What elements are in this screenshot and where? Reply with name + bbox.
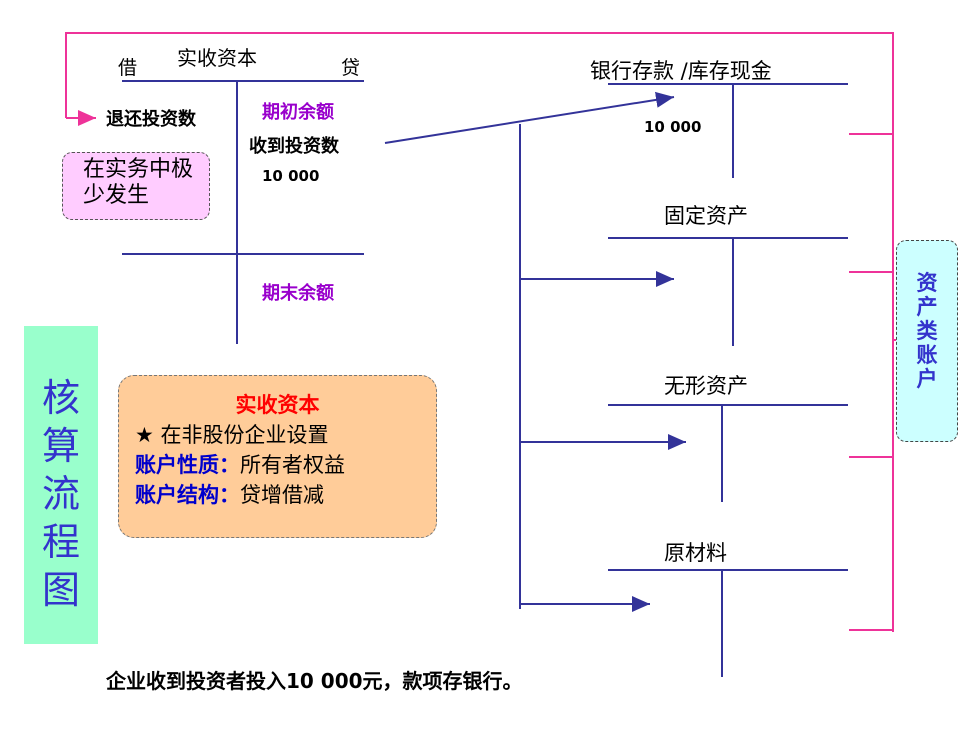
closing-balance-label: 期末余额 xyxy=(262,283,334,304)
rare-occurrence-note: 在实务中极少发生 xyxy=(62,152,210,220)
credit-label: 贷 xyxy=(341,57,361,79)
received-amount: 10 000 xyxy=(262,167,320,185)
flow-chart-label-box: 核算流程图 xyxy=(24,326,98,644)
footer-caption: 企业收到投资者投入10 000元，款项存银行。 xyxy=(106,669,523,693)
refund-entry: 退还投资数 xyxy=(106,109,196,130)
raw-materials-title: 原材料 xyxy=(664,541,727,565)
info-title: 实收资本 xyxy=(235,393,320,417)
asset-t-accounts xyxy=(608,83,848,677)
capital-account-title: 实收资本 xyxy=(177,46,257,70)
fixed-assets-title: 固定资产 xyxy=(664,204,748,228)
nature-label: 账户性质： xyxy=(135,453,240,477)
debit-label: 借 xyxy=(118,57,138,79)
received-entry: 收到投资数 xyxy=(249,136,339,157)
info-nature-row: 账户性质：所有者权益 xyxy=(135,450,436,480)
flow-arrows xyxy=(384,91,686,612)
asset-accounts-label: 资产类账户 xyxy=(916,271,938,391)
intangible-assets-title: 无形资产 xyxy=(664,374,748,398)
structure-value: 贷增借减 xyxy=(240,483,324,507)
capital-t-account xyxy=(122,80,364,344)
info-star-line: ★ 在非股份企业设置 xyxy=(135,423,329,447)
structure-label: 账户结构： xyxy=(135,483,240,507)
nature-value: 所有者权益 xyxy=(240,453,345,477)
rare-note-text: 在实务中极少发生 xyxy=(83,157,194,208)
flow-chart-label: 核算流程图 xyxy=(41,376,80,612)
capital-info-box: 实收资本 ★ 在非股份企业设置 账户性质：所有者权益 账户结构：贷增借减 xyxy=(118,375,437,538)
magenta-connector xyxy=(65,32,898,632)
bank-amount: 10 000 xyxy=(644,118,702,136)
opening-balance-label: 期初余额 xyxy=(262,102,334,123)
bank-account-title: 银行存款 /库存现金 xyxy=(590,59,772,83)
asset-accounts-box: 资产类账户 xyxy=(896,240,958,442)
info-structure-row: 账户结构：贷增借减 xyxy=(135,480,436,510)
